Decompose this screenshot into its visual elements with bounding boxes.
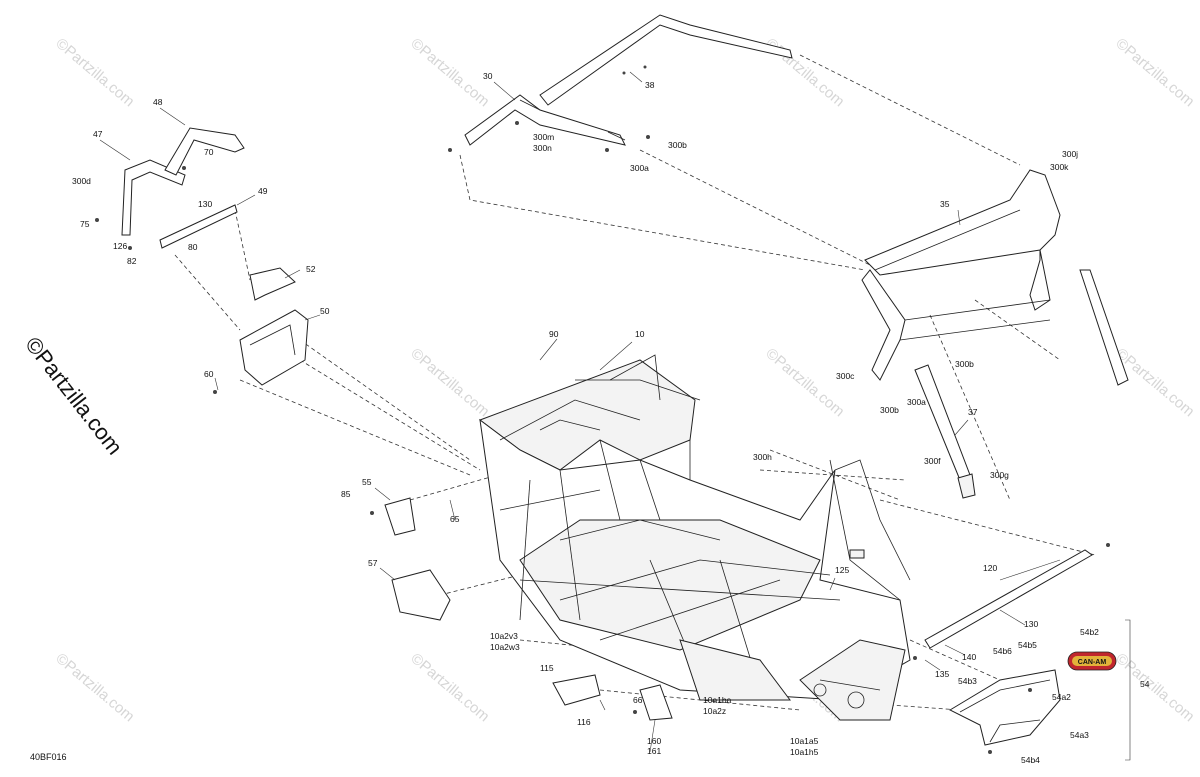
callout-37: 37 bbox=[968, 407, 978, 417]
callout-300b-top: 300b bbox=[668, 140, 687, 150]
callout-30: 30 bbox=[483, 71, 493, 81]
callout-54b3: 54b3 bbox=[958, 676, 977, 686]
callout-labels: 10 30 35 37 38 47 48 49 50 52 54 54b2 54… bbox=[72, 71, 1150, 765]
callout-125: 125 bbox=[835, 565, 849, 575]
callout-65: 65 bbox=[450, 514, 460, 524]
callout-57: 57 bbox=[368, 558, 378, 568]
leader-lines bbox=[99, 71, 1061, 753]
watermark: ©Partzilla.com bbox=[1112, 35, 1197, 110]
side-rail bbox=[913, 543, 1110, 660]
callout-54: 54 bbox=[1140, 679, 1150, 689]
callout-300h: 300h bbox=[753, 452, 772, 462]
callout-54b5: 54b5 bbox=[1018, 640, 1037, 650]
callout-54a3: 54a3 bbox=[1070, 730, 1089, 740]
engine-mounts bbox=[370, 497, 673, 721]
callout-10a2z: 10a2z bbox=[703, 706, 726, 716]
grab-handle bbox=[95, 127, 245, 250]
steering-bracket bbox=[213, 267, 309, 394]
watermark: ©Partzilla.com bbox=[1112, 650, 1197, 725]
callout-54b4: 54b4 bbox=[1021, 755, 1040, 765]
callout-300b-mid2: 300b bbox=[880, 405, 899, 415]
callout-300g: 300g bbox=[990, 470, 1009, 480]
cage-rear-bar bbox=[861, 169, 1129, 386]
callout-82: 82 bbox=[127, 256, 137, 266]
watermark: ©Partzilla.com bbox=[762, 345, 847, 420]
watermark: ©Partzilla.com bbox=[52, 35, 137, 110]
callout-130-lower: 130 bbox=[1024, 619, 1038, 629]
callout-300d: 300d bbox=[72, 176, 91, 186]
main-frame bbox=[478, 354, 911, 721]
callout-49: 49 bbox=[258, 186, 268, 196]
callout-300m: 300m bbox=[533, 132, 554, 142]
can-am-decal: CAN-AM bbox=[1067, 651, 1117, 671]
callout-10a1h5: 10a1h5 bbox=[790, 747, 819, 757]
callout-300k: 300k bbox=[1050, 162, 1069, 172]
callout-160: 160 bbox=[647, 736, 661, 746]
callout-300j: 300j bbox=[1062, 149, 1078, 159]
callout-54b6: 54b6 bbox=[993, 646, 1012, 656]
callout-35: 35 bbox=[940, 199, 950, 209]
callout-10: 10 bbox=[635, 329, 645, 339]
group-bracket bbox=[1125, 619, 1131, 761]
watermark: ©Partzilla.com bbox=[407, 650, 492, 725]
callout-300n: 300n bbox=[533, 143, 552, 153]
callout-300b-mid1: 300b bbox=[955, 359, 974, 369]
front-bumper bbox=[948, 669, 1061, 754]
callout-10a2v3: 10a2v3 bbox=[490, 631, 518, 641]
rear-strut bbox=[914, 364, 976, 499]
callout-10a1ba: 10a1ba bbox=[703, 695, 732, 705]
callout-300f: 300f bbox=[924, 456, 941, 466]
callout-47: 47 bbox=[93, 129, 103, 139]
callout-90: 90 bbox=[549, 329, 559, 339]
callout-80: 80 bbox=[188, 242, 198, 252]
decal-text: CAN-AM bbox=[1078, 659, 1107, 666]
callout-130-upper: 130 bbox=[198, 199, 212, 209]
callout-54b2: 54b2 bbox=[1080, 627, 1099, 637]
watermark: ©Partzilla.com bbox=[1112, 345, 1197, 420]
callout-52: 52 bbox=[306, 264, 316, 274]
callout-54a2: 54a2 bbox=[1052, 692, 1071, 702]
callout-85: 85 bbox=[341, 489, 351, 499]
callout-70: 70 bbox=[204, 147, 214, 157]
callout-66: 66 bbox=[633, 695, 643, 705]
watermark: ©Partzilla.com bbox=[407, 35, 492, 110]
callout-300a-top: 300a bbox=[630, 163, 649, 173]
callout-115: 115 bbox=[540, 663, 554, 673]
callout-10a2w3: 10a2w3 bbox=[490, 642, 520, 652]
callout-135: 135 bbox=[935, 669, 949, 679]
watermark: ©Partzilla.com bbox=[407, 345, 492, 420]
callout-10a1a5: 10a1a5 bbox=[790, 736, 819, 746]
callout-55: 55 bbox=[362, 477, 372, 487]
callout-60: 60 bbox=[204, 369, 214, 379]
callout-38: 38 bbox=[645, 80, 655, 90]
callout-140: 140 bbox=[962, 652, 976, 662]
callout-120: 120 bbox=[983, 563, 997, 573]
callout-50: 50 bbox=[320, 306, 330, 316]
callout-48: 48 bbox=[153, 97, 163, 107]
diagram-code: 40BF016 bbox=[30, 752, 67, 762]
callout-116: 116 bbox=[577, 717, 591, 727]
callout-300c: 300c bbox=[836, 371, 855, 381]
callout-75: 75 bbox=[80, 219, 90, 229]
cage-front-bar bbox=[448, 14, 793, 152]
callout-126: 126 bbox=[113, 241, 127, 251]
callout-300a-mid: 300a bbox=[907, 397, 926, 407]
callout-161: 161 bbox=[647, 746, 661, 756]
watermark: ©Partzilla.com bbox=[52, 650, 137, 725]
